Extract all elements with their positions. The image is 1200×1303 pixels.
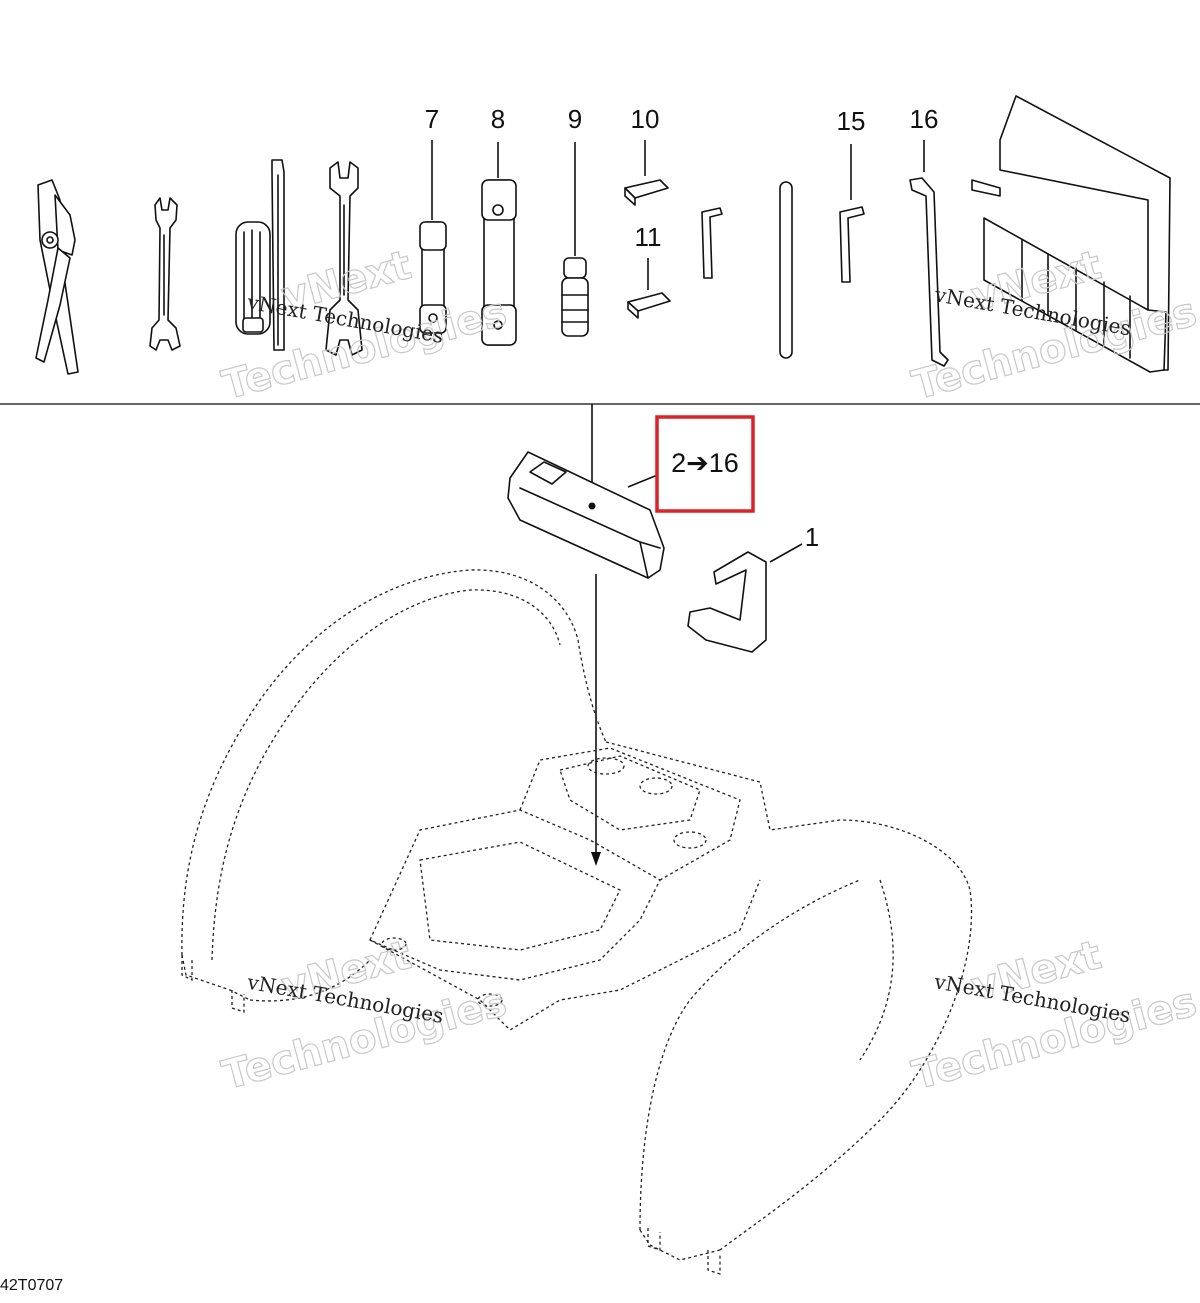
fuse-tool-10: 10 <box>624 104 669 206</box>
callout-15: 15 <box>837 106 866 136</box>
pliers-tool <box>35 179 79 375</box>
callout-10: 10 <box>631 104 660 134</box>
callout-1: 1 <box>805 522 819 552</box>
rear-fender <box>181 569 973 1275</box>
range-box: 2➔16 <box>655 415 755 513</box>
range-leader-line <box>627 473 661 488</box>
hex-key-tool-15: 15 <box>837 106 866 283</box>
long-key-tool-16: 16 <box>909 104 949 367</box>
tool-holder <box>971 95 1171 373</box>
rod-tool <box>779 181 793 359</box>
install-arrow <box>591 574 601 866</box>
watermark-bottom-right: vNext Technologies vNext Technologies <box>907 932 1200 1100</box>
callout-9: 9 <box>568 104 582 134</box>
spark-plug-tool-9: 9 <box>561 104 589 337</box>
callout-11: 11 <box>635 222 662 252</box>
screwdriver-handle-tool <box>235 221 271 335</box>
small-wrench-tool <box>149 197 181 351</box>
callout-16: 16 <box>910 104 939 134</box>
callout-7: 7 <box>425 104 439 134</box>
hex-key-small-tool <box>701 207 723 279</box>
large-wrench-tool <box>325 161 363 356</box>
fuse-tool-11: 11 <box>627 222 671 319</box>
screwdriver-blade-tool <box>271 159 285 351</box>
retainer-part-1: 1 <box>687 522 819 653</box>
watermark-bottom-left: vNext Technologies vNext Technologies <box>217 932 512 1100</box>
tool-bag <box>507 451 665 579</box>
figure-code: 42T0707 <box>0 1277 63 1294</box>
callout-8: 8 <box>491 104 505 134</box>
socket-tool-7: 7 <box>419 104 447 334</box>
socket-tool-8: 8 <box>481 104 517 346</box>
range-box-label: 2➔16 <box>671 448 739 478</box>
